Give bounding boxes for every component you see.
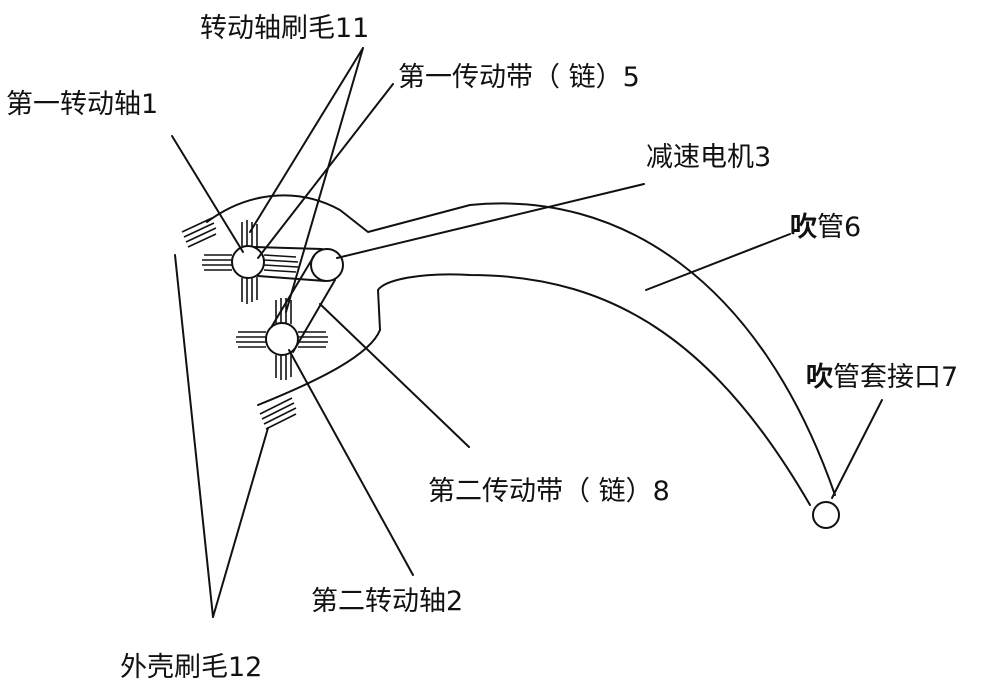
housing-outline (206, 194, 836, 506)
shell-brushes-bottom (259, 397, 297, 430)
shaft2-circle (265, 322, 299, 356)
leader-lines (171, 47, 883, 618)
label-joint-7-rest: 管套接口7 (833, 362, 958, 393)
label-brush-11: 转动轴刷毛11 (200, 13, 369, 44)
label-brush-12: 外壳刷毛12 (120, 652, 262, 683)
label-pipe-6: 吹管6 (790, 212, 861, 243)
shaft1-brushes (202, 220, 299, 304)
motor-pulley-circle (310, 248, 344, 282)
label-pipe-6-rest: 管6 (817, 212, 861, 243)
label-motor-3: 减速电机3 (646, 142, 771, 173)
shaft2-brushes (236, 298, 328, 380)
label-pipe-6-bold: 吹 (790, 212, 817, 243)
label-belt-5: 第一传动带（ 链）5 (398, 62, 640, 93)
label-joint-7-bold: 吹 (806, 362, 833, 393)
shaft1-circle (231, 245, 265, 279)
pipe-socket-circle (812, 501, 840, 529)
label-joint-7: 吹管套接口7 (806, 362, 958, 393)
label-shaft-1: 第一转动轴1 (6, 89, 158, 120)
shell-brushes-top (181, 217, 217, 248)
label-shaft-2: 第二转动轴2 (311, 586, 463, 617)
label-belt-8: 第二传动带（ 链）8 (428, 476, 670, 507)
labels: 转动轴刷毛11 第一转动轴1 第一传动带（ 链）5 减速电机3 吹管6 吹管套接… (6, 13, 958, 683)
